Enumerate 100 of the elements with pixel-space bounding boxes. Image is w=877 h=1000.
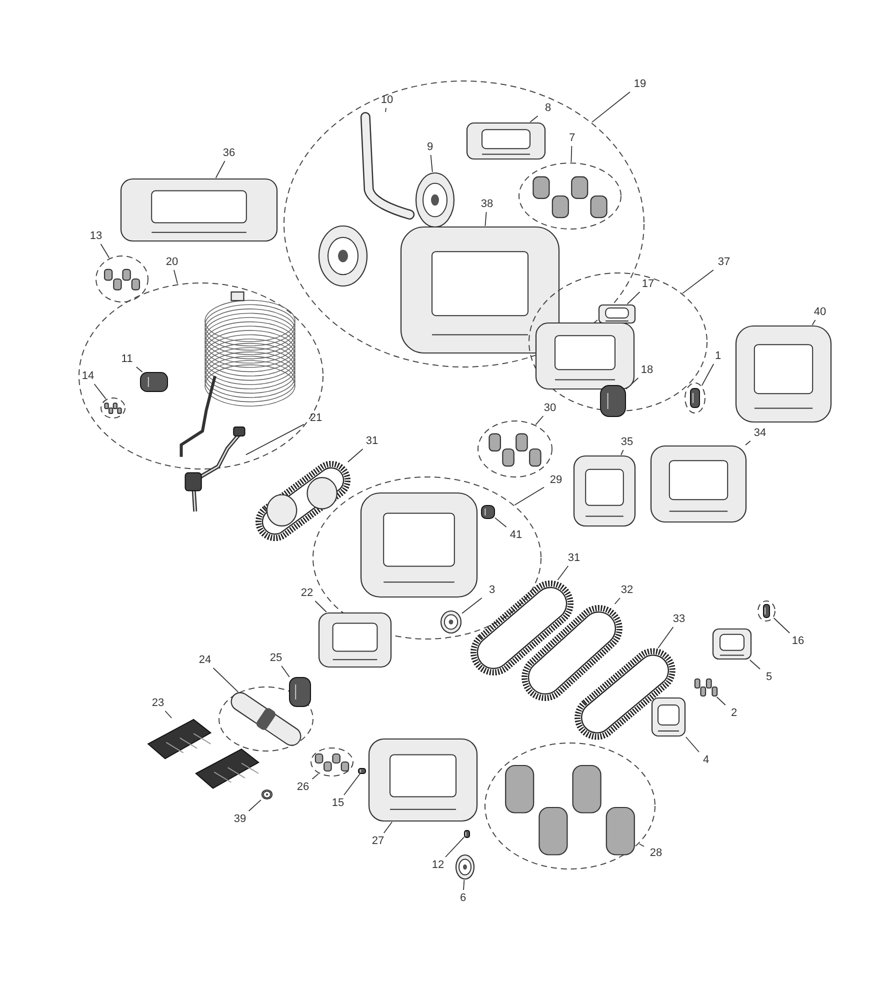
callout-number: 19 (628, 76, 652, 92)
leader-line (385, 108, 386, 112)
dashed-group-outline (100, 397, 126, 419)
leader-line (463, 880, 465, 890)
leader-line (215, 160, 226, 178)
leader-line (745, 440, 751, 446)
callout-number: 14 (76, 368, 100, 384)
leader-line (638, 843, 644, 847)
callout-number: 31 (360, 433, 384, 449)
leader-line (212, 668, 239, 693)
callout-number: 28 (644, 845, 668, 861)
callout-number: 20 (160, 254, 184, 270)
leader-line (484, 212, 487, 226)
leader-line (685, 736, 700, 752)
wheel-drawing (318, 225, 368, 287)
leader-line (658, 626, 674, 648)
leader-line (626, 292, 640, 304)
callout-number: 29 (544, 472, 568, 488)
leader-line (347, 448, 364, 462)
callout-number: 18 (635, 362, 659, 378)
leader-line (94, 384, 106, 400)
leader-line (430, 154, 433, 172)
housing-drawing (400, 226, 560, 354)
dashed-group-outline (684, 382, 706, 414)
leader-line (812, 320, 816, 326)
callout-number: 5 (757, 669, 781, 685)
callout-number: 23 (146, 695, 170, 711)
leader-line (494, 517, 507, 528)
bracket-drawing (318, 612, 392, 668)
leader-line (312, 773, 319, 780)
callout-number: 13 (84, 228, 108, 244)
dashed-group-outline (78, 282, 324, 470)
small-parts-drawing (314, 752, 350, 772)
callout-number: 6 (451, 890, 475, 906)
callout-number: 21 (304, 410, 328, 426)
callout-number: 36 (217, 145, 241, 161)
part-drawing (712, 628, 752, 660)
wheel-drawing (261, 789, 273, 800)
callout-number: 35 (615, 434, 639, 450)
leader-line (716, 696, 726, 706)
leader-line (535, 416, 544, 426)
callout-number: 27 (366, 833, 390, 849)
filter-basket-drawing (735, 325, 832, 423)
dashed-group-outline (518, 162, 622, 230)
callout-number: 2 (722, 705, 746, 721)
callout-number: 34 (748, 425, 772, 441)
small-parts-drawing (103, 267, 141, 291)
power-supply-drawing (120, 178, 278, 242)
callout-number: 10 (375, 92, 399, 108)
filter-basket-drawing (650, 445, 747, 523)
leader-line (530, 116, 538, 122)
leader-line (100, 244, 110, 258)
callout-number: 12 (426, 857, 450, 873)
small-part-drawing (481, 505, 495, 519)
callout-number: 41 (504, 527, 528, 543)
callout-number: 31 (562, 550, 586, 566)
leader-line (164, 710, 172, 718)
cover-drawing (535, 322, 635, 390)
callout-number: 8 (536, 100, 560, 116)
leader-line (570, 146, 572, 162)
wheel-drawing (440, 610, 462, 634)
leader-line (749, 660, 760, 670)
callout-number: 33 (667, 611, 691, 627)
leader-line (246, 424, 304, 456)
part-drawing (598, 304, 636, 324)
callout-number: 15 (326, 795, 350, 811)
leader-line (281, 666, 290, 678)
chassis-drawing (360, 492, 478, 598)
callout-number: 32 (615, 582, 639, 598)
leader-line (344, 774, 360, 796)
leader-line (701, 364, 714, 386)
leader-line (174, 270, 178, 284)
leader-line (383, 822, 392, 834)
callout-number: 40 (808, 304, 832, 320)
callout-number: 4 (694, 752, 718, 768)
callout-number: 38 (475, 196, 499, 212)
leader-line (462, 598, 482, 614)
leader-line (248, 799, 262, 812)
callout-number: 37 (712, 254, 736, 270)
small-part-drawing (690, 388, 700, 408)
dashed-group-outline (757, 600, 776, 622)
leader-line (445, 836, 464, 858)
leader-line (620, 450, 624, 456)
small-part-drawing (140, 372, 168, 392)
leader-line (514, 486, 544, 506)
callout-number: 26 (291, 779, 315, 795)
leader-line (614, 598, 620, 604)
callout-number: 24 (193, 652, 217, 668)
callout-number: 3 (480, 582, 504, 598)
small-part-drawing (289, 677, 311, 707)
small-parts-drawing (694, 677, 718, 697)
leader-line (773, 618, 790, 634)
bracket-drawing (466, 122, 546, 160)
callout-number: 17 (636, 276, 660, 292)
callout-number: 7 (560, 130, 584, 146)
callout-number: 22 (295, 585, 319, 601)
callout-number: 25 (264, 650, 288, 666)
callout-number: 16 (786, 633, 810, 649)
callout-number: 9 (418, 139, 442, 155)
small-part-drawing (464, 830, 470, 838)
